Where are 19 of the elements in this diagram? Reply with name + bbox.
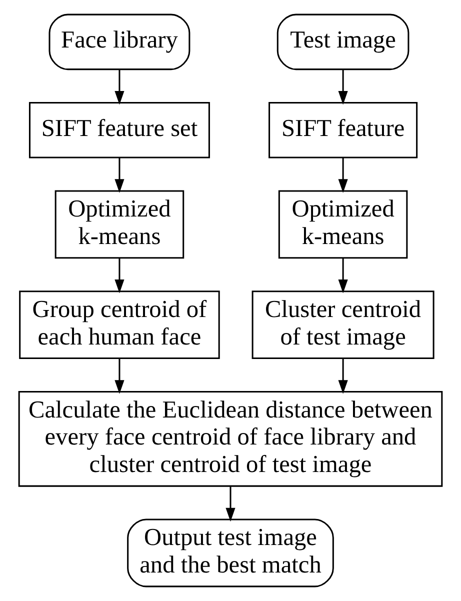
arrow <box>226 486 236 522</box>
node-box: Output test image and the best match <box>127 518 334 588</box>
arrow <box>338 258 348 294</box>
node-box: Optimized k-means <box>278 190 408 259</box>
arrow <box>114 358 124 394</box>
node-box: SIFT feature <box>268 102 418 158</box>
node-box: Group centroid of each human face <box>19 290 220 360</box>
node-box: Test image <box>276 14 410 70</box>
arrow <box>338 158 348 193</box>
node-box: Calculate the Euclidean distance between every face centroid of face library and cluster centroid of test image <box>18 391 443 487</box>
node-box: Optimized k-means <box>54 190 184 259</box>
node-box: Face library <box>48 14 190 70</box>
arrow <box>338 69 348 105</box>
arrow <box>114 258 124 294</box>
arrow <box>338 358 348 394</box>
arrow <box>114 158 124 193</box>
node-box: Cluster centroid of test image <box>252 290 434 360</box>
node-box: SIFT feature set <box>28 102 210 158</box>
arrow <box>114 69 124 105</box>
